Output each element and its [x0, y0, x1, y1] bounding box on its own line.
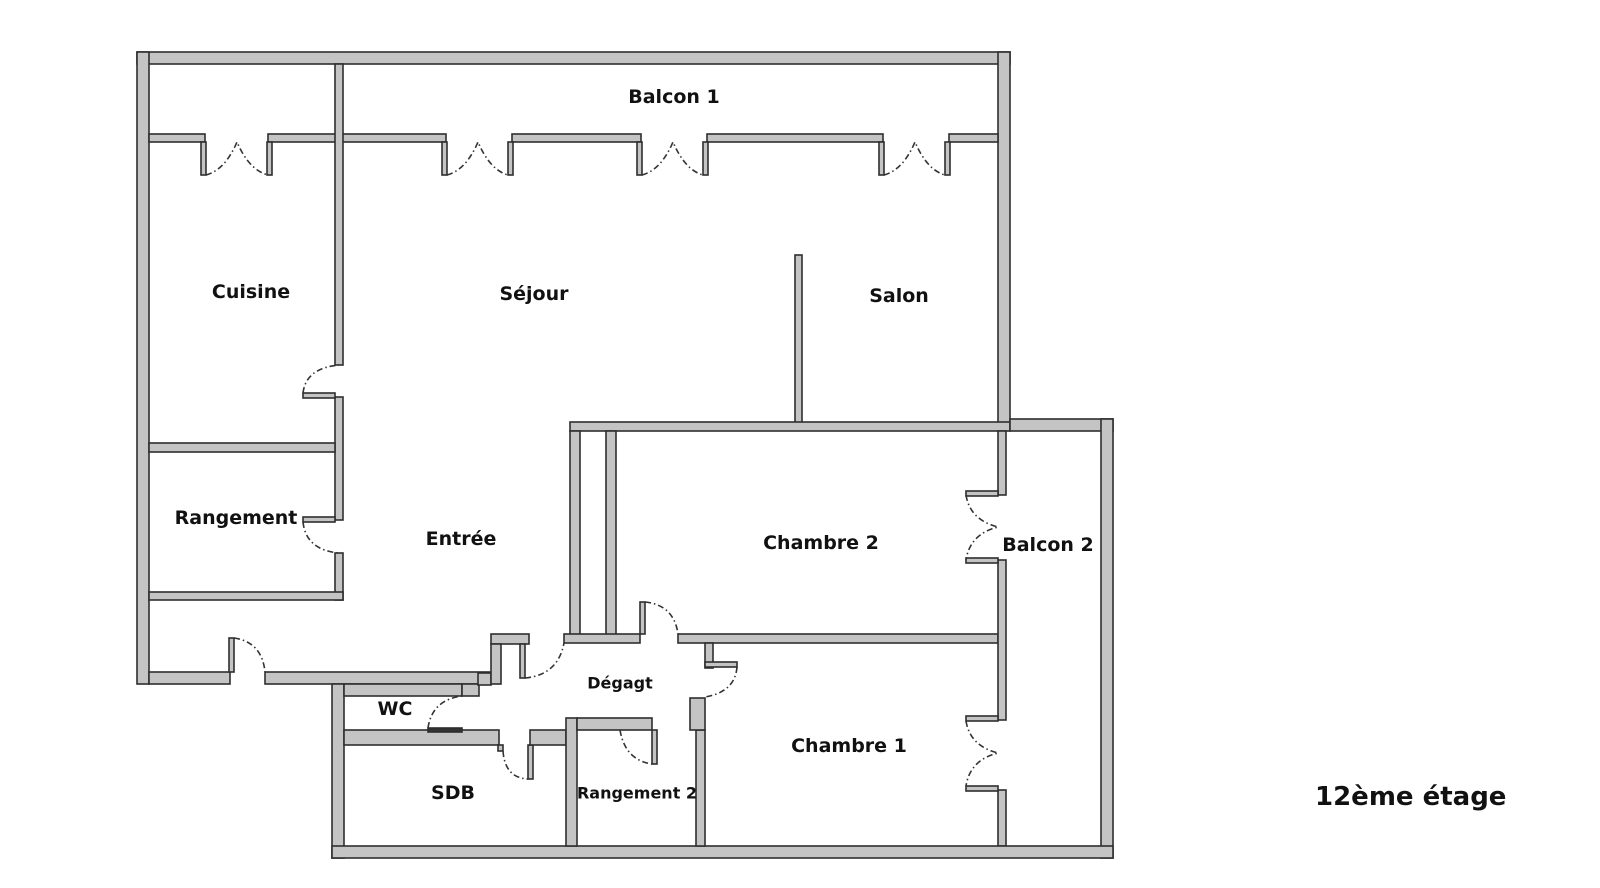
room-label-sdb: SDB: [431, 782, 475, 804]
room-label-entree: Entrée: [425, 528, 497, 550]
room-label-salon: Salon: [869, 285, 929, 307]
walls: [136, 51, 1114, 859]
room-label-rangement2: Rangement 2: [576, 783, 698, 803]
door-swings: [205, 139, 999, 787]
floor-level-label: 12ème étage: [1315, 782, 1507, 812]
room-label-cuisine: Cuisine: [211, 281, 291, 303]
room-label-wc: WC: [377, 698, 413, 720]
room-label-balcon2: Balcon 2: [1002, 534, 1094, 556]
room-label-chambre2: Chambre 2: [763, 532, 879, 554]
room-label-balcon1: Balcon 1: [628, 86, 720, 108]
room-label-sejour: Séjour: [499, 283, 569, 305]
room-label-degagt: Dégagt: [587, 673, 653, 693]
room-label-chambre1: Chambre 1: [791, 735, 907, 757]
room-label-rangement: Rangement: [174, 507, 298, 529]
